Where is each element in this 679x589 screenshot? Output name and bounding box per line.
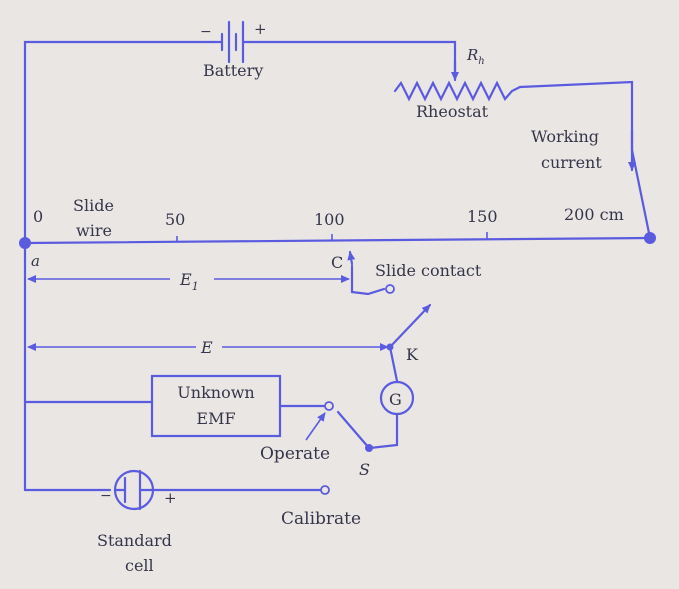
unknown-label: Unknown (177, 383, 254, 402)
galvanometer-to-switch (368, 412, 399, 450)
key-k-arrow (388, 303, 432, 349)
cell-minus-sign: − (100, 488, 112, 504)
right-wire (630, 148, 652, 240)
working-label: Working (531, 127, 599, 146)
rheostat-label: Rheostat (416, 102, 489, 121)
battery-plus-sign: + (254, 20, 267, 38)
calibrate-label: Calibrate (281, 509, 361, 529)
battery-symbol: − + (200, 20, 267, 64)
emf-label: EMF (196, 409, 235, 428)
wire-label: wire (76, 221, 112, 240)
scale-ticks (176, 232, 488, 242)
tick-label-50: 50 (165, 210, 185, 229)
cell-label: cell (125, 556, 154, 575)
slide-contact-pointer (347, 250, 356, 266)
slide-wire (23, 236, 652, 245)
calibrate-terminal (320, 485, 330, 495)
galvanometer-label: G (389, 390, 402, 409)
rheostat-symbol-label: Rh (466, 46, 485, 67)
operate-pointer-arrow (305, 412, 326, 441)
tick-label-0: 0 (33, 207, 43, 226)
switch-s-label: S (359, 460, 370, 479)
switch-blade (336, 410, 371, 450)
operate-terminal (324, 401, 334, 411)
point-a-label: a (31, 252, 40, 270)
e1-label: E1 (179, 270, 199, 293)
tick-label-200: 200 cm (564, 205, 624, 224)
key-k-label: K (406, 345, 419, 364)
key-to-galvanometer (388, 345, 399, 383)
slide-contact-terminal (385, 284, 395, 294)
operate-label: Operate (260, 444, 330, 464)
rheostat-symbol (393, 60, 634, 152)
point-c-label: C (331, 253, 343, 272)
wire-end-right (644, 232, 656, 244)
current-label: current (541, 153, 602, 172)
slide-label: Slide (73, 196, 114, 215)
tick-label-150: 150 (467, 207, 498, 226)
tick-label-100: 100 (314, 210, 345, 229)
battery-label: Battery (203, 61, 263, 80)
standard-label: Standard (97, 531, 172, 550)
slide-contact-lead (350, 264, 386, 296)
slide-contact-label: Slide contact (375, 261, 482, 280)
e-label: E (200, 338, 213, 357)
cell-plus-sign: + (164, 489, 177, 507)
battery-minus-sign: − (200, 24, 212, 40)
